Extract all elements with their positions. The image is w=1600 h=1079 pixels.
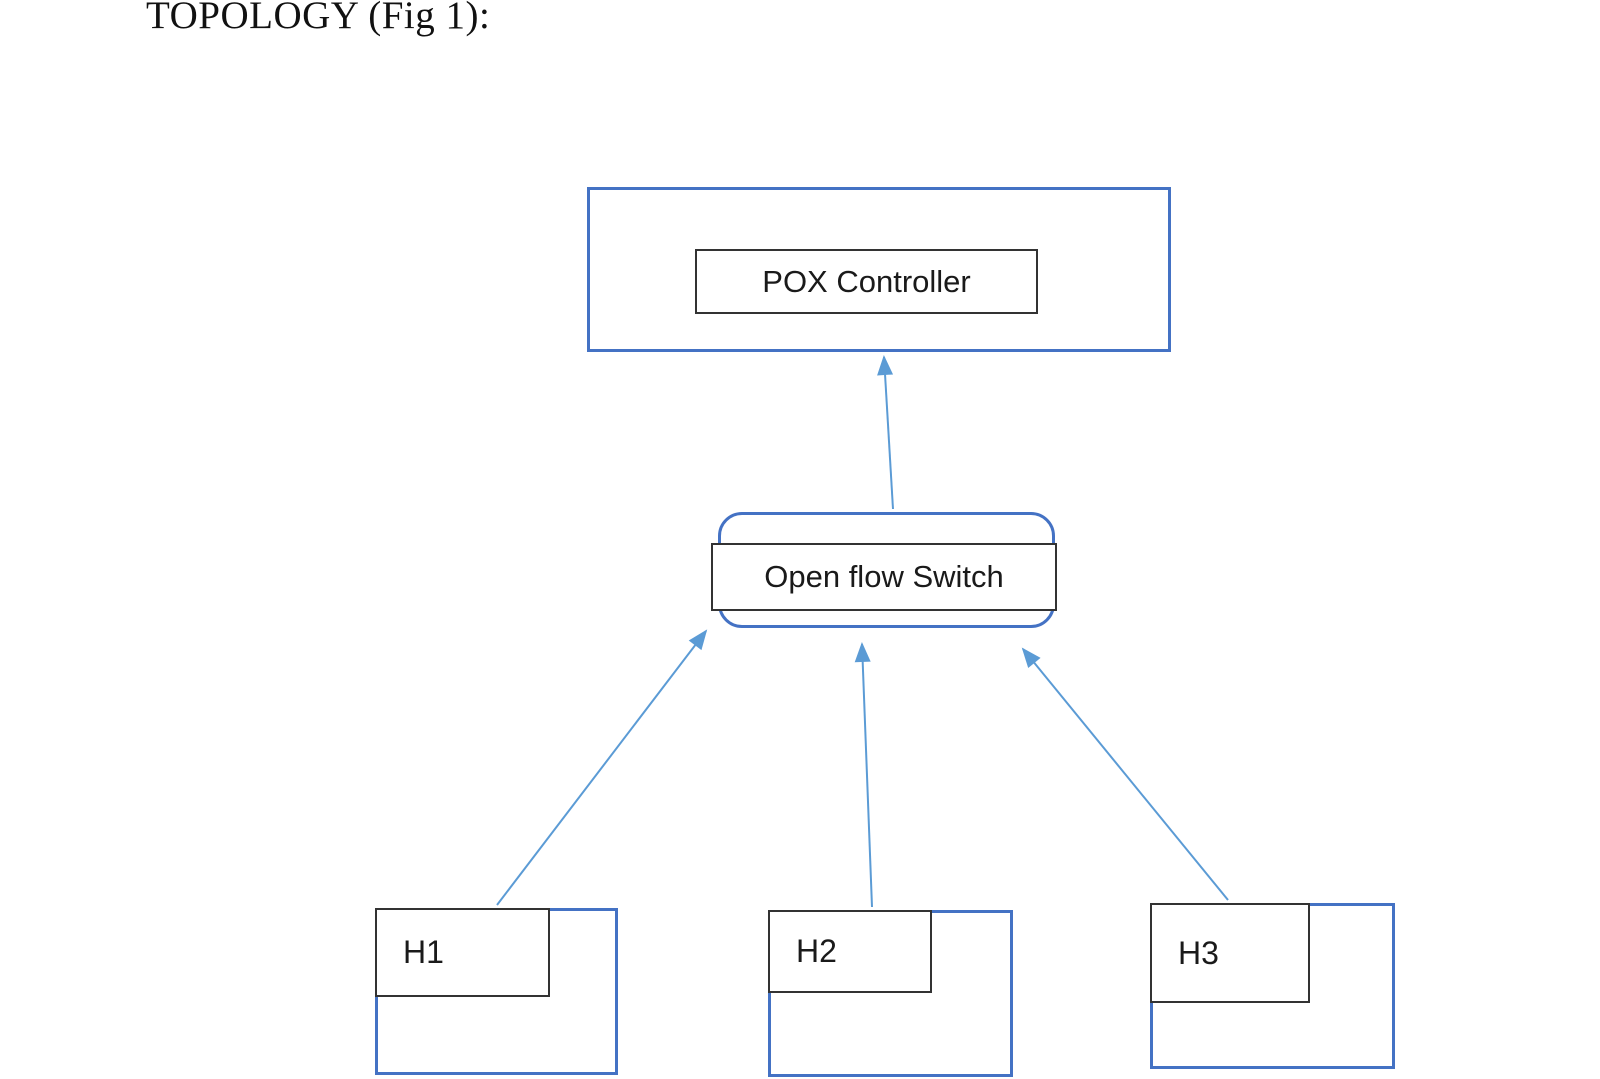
arrow-switch-to-controller [877, 355, 894, 510]
arrow-h3-to-switch [1021, 647, 1229, 901]
host-h2-label: H2 [768, 910, 932, 993]
figure-title: TOPOLOGY (Fig 1): [146, 0, 491, 37]
host-h1-label: H1 [375, 908, 550, 997]
arrow-h2-to-switch [854, 642, 873, 908]
pox-controller-label: POX Controller [695, 249, 1038, 314]
arrow-h1-to-switch [496, 629, 708, 906]
openflow-switch-label: Open flow Switch [711, 543, 1057, 611]
host-h3-label: H3 [1150, 903, 1310, 1003]
